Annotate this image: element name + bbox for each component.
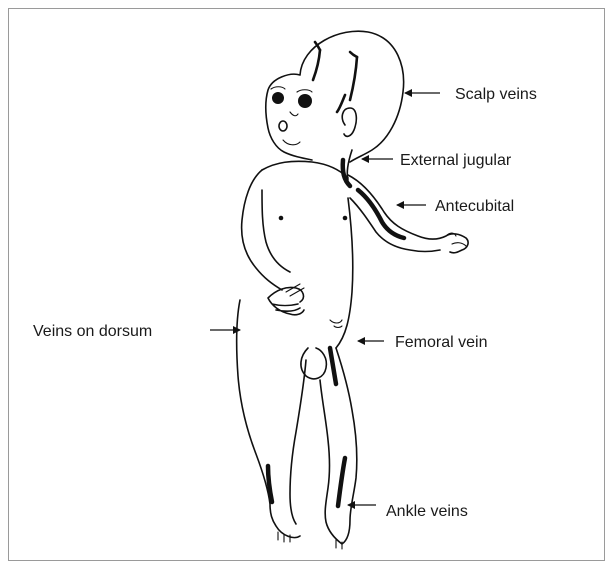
label-text: Ankle veins: [386, 503, 468, 520]
antecubital-vein: [358, 190, 404, 238]
scalp-vein-1: [313, 50, 320, 80]
femoral-vein: [330, 348, 336, 384]
ear: [342, 108, 356, 136]
label-text: Scalp veins: [455, 86, 537, 103]
label-antecubital: Antecubital: [397, 198, 514, 215]
label-external-jugular: External jugular: [362, 152, 512, 169]
label-scalp-veins: Scalp veins: [405, 86, 537, 103]
left-eye: [272, 92, 284, 104]
left-arm: [242, 170, 290, 290]
torso: [262, 161, 353, 348]
label-femoral-vein: Femoral vein: [358, 334, 487, 351]
scalp-vein-2: [350, 57, 357, 100]
label-text: Femoral vein: [395, 334, 487, 351]
label-veins-on-dorsum: Veins on dorsum: [33, 323, 240, 340]
mouth: [279, 121, 287, 131]
right-eye: [298, 94, 312, 108]
right-leg: [320, 348, 357, 544]
label-ankle-veins: Ankle veins: [348, 503, 468, 520]
label-text: Antecubital: [435, 198, 514, 215]
label-text: Veins on dorsum: [33, 323, 152, 340]
infant-figure: [237, 31, 468, 549]
ankle-vein-right: [338, 458, 345, 506]
label-text: External jugular: [400, 152, 512, 169]
